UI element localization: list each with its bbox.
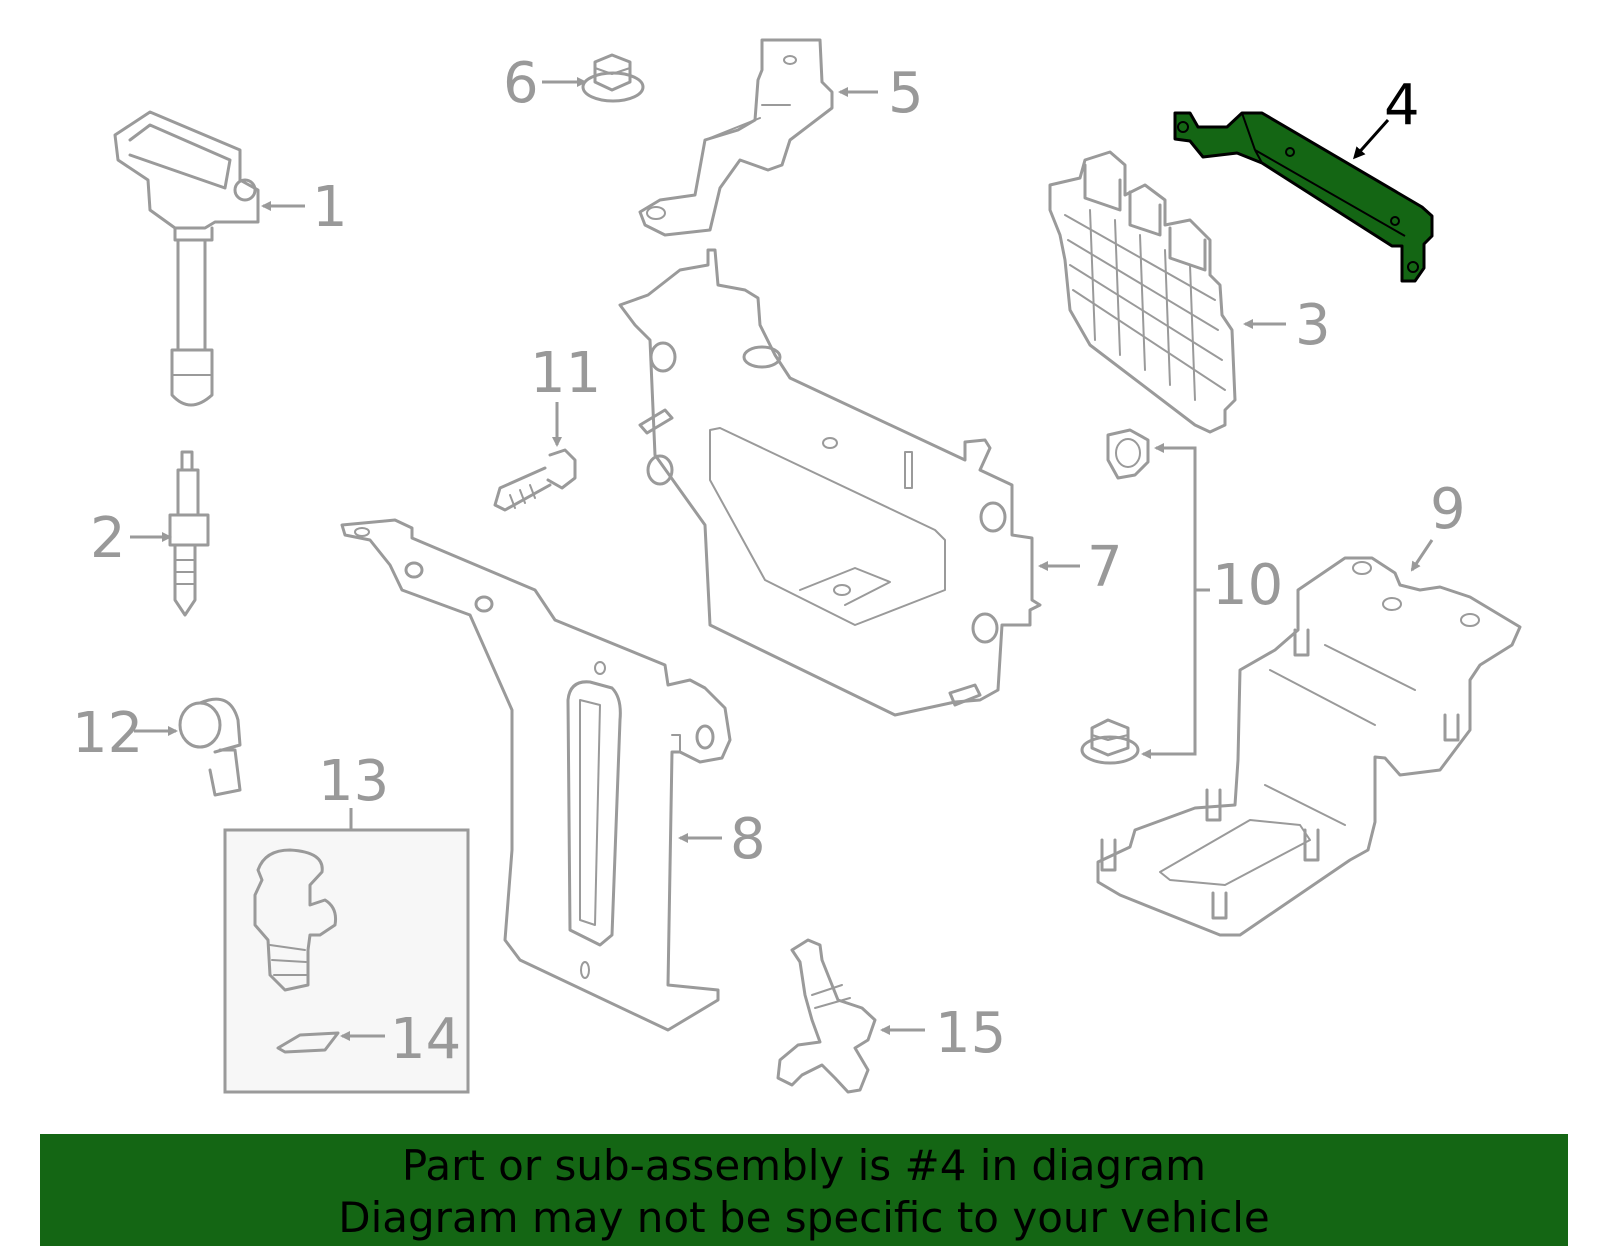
callout-6: 6 <box>503 51 539 116</box>
banner-line-2: Diagram may not be specific to your vehi… <box>338 1193 1270 1242</box>
callout-2: 2 <box>90 506 126 571</box>
parts-diagram: 1 2 3 4 5 6 7 8 9 10 11 12 13 14 15 <box>72 38 1522 1094</box>
callout-4: 4 <box>1384 73 1420 138</box>
callout-labels: 1 2 3 4 5 6 7 8 9 10 11 12 13 14 15 <box>72 51 1466 1072</box>
callout-1: 1 <box>312 175 348 240</box>
bracket-part-highlighted <box>1173 111 1434 283</box>
banner-line-1: Part or sub-assembly is #4 in diagram <box>401 1141 1207 1190</box>
info-banner: Part or sub-assembly is #4 in diagram Di… <box>40 1134 1568 1246</box>
callout-8: 8 <box>730 807 766 872</box>
engine-control-module-part <box>1048 150 1237 434</box>
sensor-kit-box <box>223 808 470 1094</box>
callout-11: 11 <box>530 341 601 406</box>
support-bracket-part <box>340 518 732 1032</box>
callout-13: 13 <box>318 749 389 814</box>
callout-15: 15 <box>935 1001 1006 1066</box>
battery-tray-part <box>1096 556 1522 937</box>
bolt-part <box>493 448 577 512</box>
knock-sensor-part <box>178 697 242 797</box>
leader-lines <box>130 77 1434 1041</box>
nut-pair-part <box>1080 428 1150 765</box>
callout-3: 3 <box>1295 293 1331 358</box>
callout-5: 5 <box>888 61 924 126</box>
upper-bracket-part <box>638 38 834 237</box>
ecm-mounting-bracket-part <box>618 248 1042 717</box>
callout-14: 14 <box>390 1007 461 1072</box>
callout-9: 9 <box>1430 477 1466 542</box>
callout-12: 12 <box>72 701 143 766</box>
callout-10: 10 <box>1212 553 1283 618</box>
callout-7: 7 <box>1087 535 1123 600</box>
camshaft-sensor-part <box>776 938 877 1094</box>
spark-plug-part <box>168 450 210 617</box>
flange-nut-part <box>581 53 645 103</box>
ignition-coil-part <box>113 110 260 407</box>
